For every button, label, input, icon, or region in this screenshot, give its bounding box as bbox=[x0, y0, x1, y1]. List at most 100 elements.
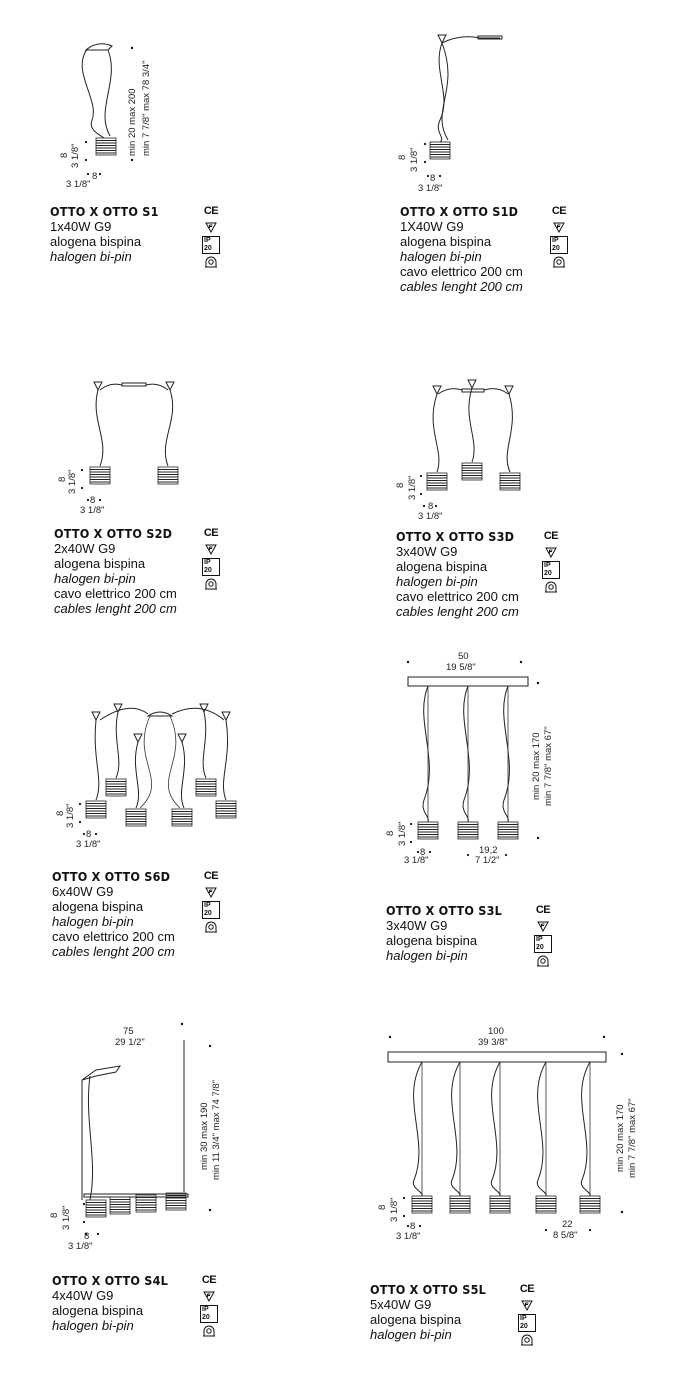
dim-height-in: min 7 7/8" max 67" bbox=[543, 726, 554, 806]
spec-lamp-it: alogena bispina bbox=[396, 559, 488, 574]
dim-height-in: min 7 7/8" max 78 3/4" bbox=[141, 60, 152, 156]
spec-power: 3x40W G9 bbox=[386, 918, 448, 933]
drawing-s6d bbox=[78, 703, 237, 836]
spec-lamp-en: halogen bi-pin bbox=[386, 948, 468, 963]
cert-marks-s3l: CE IP 20 bbox=[534, 901, 552, 969]
f-mark-icon bbox=[205, 887, 217, 898]
dim-width-cm: 50 bbox=[458, 651, 469, 662]
ce-mark-icon: CE bbox=[535, 903, 551, 916]
dim-shade-diameter-cm: 8 bbox=[92, 171, 98, 182]
dim-shade-diameter-cm: 8 bbox=[84, 1231, 90, 1242]
dim-shade-diameter-cm: 8 bbox=[428, 501, 434, 512]
drawing-s1 bbox=[81, 43, 134, 176]
spec-cable-en: cables lenght 200 cm bbox=[396, 604, 519, 619]
spec-cable-it: cavo elettrico 200 cm bbox=[396, 589, 519, 604]
dim-shade-height-in: 3 1/8" bbox=[397, 821, 408, 846]
dim-spacing-cm: 19,2 bbox=[479, 845, 498, 856]
dim-width-in: 29 1/2" bbox=[115, 1037, 145, 1048]
dim-shade-diameter-in: 3 1/8" bbox=[76, 839, 101, 850]
ip-rating-badge: IP 20 bbox=[542, 560, 560, 579]
dim-shade-height-in: 3 1/8" bbox=[407, 475, 418, 500]
lamp-safety-icon bbox=[205, 578, 217, 590]
dim-shade-height-in: 3 1/8" bbox=[65, 803, 76, 828]
spec-lamp-en: halogen bi-pin bbox=[52, 1318, 134, 1333]
lamp-safety-icon bbox=[537, 955, 549, 967]
dim-shade-height-cm: 8 bbox=[59, 152, 70, 158]
spec-lamp-it: alogena bispina bbox=[52, 899, 144, 914]
dim-shade-diameter-in: 3 1/8" bbox=[404, 855, 429, 866]
ip-rating-badge: IP 20 bbox=[202, 235, 220, 254]
spec-lamp-en: halogen bi-pin bbox=[396, 574, 478, 589]
dim-height-cm: min 20 max 200 bbox=[127, 88, 138, 156]
dim-shade-diameter-cm: 8 bbox=[90, 495, 96, 506]
spec-lamp-it: alogena bispina bbox=[52, 1303, 144, 1318]
product-name: OTTO X OTTO S3L bbox=[386, 903, 502, 918]
dim-shade-diameter-in: 3 1/8" bbox=[66, 179, 91, 190]
drawing-s2d bbox=[80, 381, 179, 502]
lamp-safety-icon bbox=[545, 581, 557, 593]
dim-shade-diameter-in: 3 1/8" bbox=[80, 505, 105, 516]
dim-shade-height-cm: 8 bbox=[49, 1212, 60, 1218]
ip-rating-badge: IP 20 bbox=[202, 557, 220, 576]
product-name: OTTO X OTTO S5L bbox=[370, 1282, 486, 1297]
spec-power: 1X40W G9 bbox=[400, 219, 464, 234]
ce-mark-icon: CE bbox=[551, 204, 567, 217]
product-name: OTTO X OTTO S1 bbox=[50, 204, 159, 219]
ce-mark-icon: CE bbox=[203, 526, 219, 539]
dim-shade-height-cm: 8 bbox=[397, 154, 408, 160]
f-mark-icon bbox=[203, 1291, 215, 1302]
cert-marks-s1d: CE IP 20 bbox=[550, 202, 568, 270]
spec-block-s4l: OTTO X OTTO S4L 4x40W G9 alogena bispina… bbox=[52, 1273, 168, 1333]
product-name: OTTO X OTTO S1D bbox=[400, 204, 519, 219]
spec-lamp-en: halogen bi-pin bbox=[370, 1327, 452, 1342]
lamp-safety-icon bbox=[553, 256, 565, 268]
spec-cable-en: cables lenght 200 cm bbox=[400, 279, 523, 294]
product-name: OTTO X OTTO S2D bbox=[54, 526, 173, 541]
dim-width-cm: 75 bbox=[123, 1026, 134, 1037]
product-name: OTTO X OTTO S6D bbox=[52, 869, 171, 884]
f-mark-icon bbox=[537, 921, 549, 932]
spec-power: 4x40W G9 bbox=[52, 1288, 114, 1303]
f-mark-icon bbox=[545, 547, 557, 558]
spec-power: 5x40W G9 bbox=[370, 1297, 432, 1312]
f-mark-icon bbox=[205, 544, 217, 555]
ip-rating-badge: IP 20 bbox=[518, 1313, 536, 1332]
dim-shade-diameter-cm: 8 bbox=[86, 829, 92, 840]
lamp-safety-icon bbox=[521, 1334, 533, 1346]
ce-mark-icon: CE bbox=[203, 204, 219, 217]
dim-shade-height-in: 3 1/8" bbox=[409, 147, 420, 172]
spec-power: 6x40W G9 bbox=[52, 884, 114, 899]
dim-shade-height-cm: 8 bbox=[395, 482, 406, 488]
dim-width-in: 19 5/8" bbox=[446, 662, 476, 673]
ip-rating-badge: IP 20 bbox=[200, 1304, 218, 1323]
spec-block-s2d: OTTO X OTTO S2D 2x40W G9 alogena bispina… bbox=[54, 526, 177, 616]
dim-shade-height-in: 3 1/8" bbox=[61, 1205, 72, 1230]
drawing-s3d bbox=[419, 379, 521, 508]
dim-shade-diameter-cm: 8 bbox=[430, 173, 436, 184]
spec-lamp-it: alogena bispina bbox=[386, 933, 478, 948]
dim-height-cm: min 20 max 170 bbox=[615, 1104, 626, 1172]
spec-cable-en: cables lenght 200 cm bbox=[52, 944, 175, 959]
dim-shade-height-in: 3 1/8" bbox=[67, 469, 78, 494]
cert-marks-s1: CE IP 20 bbox=[202, 202, 220, 270]
dim-height-in: min 11 3/4" max 74 7/8" bbox=[211, 1079, 222, 1180]
dim-spacing-in: 7 1/2" bbox=[475, 855, 500, 866]
spec-block-s6d: OTTO X OTTO S6D 6x40W G9 alogena bispina… bbox=[52, 869, 175, 959]
ce-mark-icon: CE bbox=[543, 529, 559, 542]
ce-mark-icon: CE bbox=[519, 1282, 535, 1295]
product-name: OTTO X OTTO S3D bbox=[396, 529, 515, 544]
lamp-safety-icon bbox=[205, 256, 217, 268]
dim-shade-diameter-in: 3 1/8" bbox=[68, 1241, 93, 1252]
dim-spacing-cm: 22 bbox=[562, 1219, 573, 1230]
dim-shade-height-in: 3 1/8" bbox=[389, 1197, 400, 1222]
dim-height-in: min 7 7/8" max 67" bbox=[627, 1098, 638, 1178]
lamp-safety-icon bbox=[205, 921, 217, 933]
spec-cable-it: cavo elettrico 200 cm bbox=[54, 586, 177, 601]
cert-marks-s2d: CE IP 20 bbox=[202, 524, 220, 592]
ip-rating-badge: IP 20 bbox=[550, 235, 568, 254]
dim-width-cm: 100 bbox=[488, 1026, 504, 1037]
spec-lamp-en: halogen bi-pin bbox=[400, 249, 482, 264]
drawing-s3l bbox=[406, 660, 540, 857]
product-name: OTTO X OTTO S4L bbox=[52, 1273, 168, 1288]
spec-cable-en: cables lenght 200 cm bbox=[54, 601, 177, 616]
